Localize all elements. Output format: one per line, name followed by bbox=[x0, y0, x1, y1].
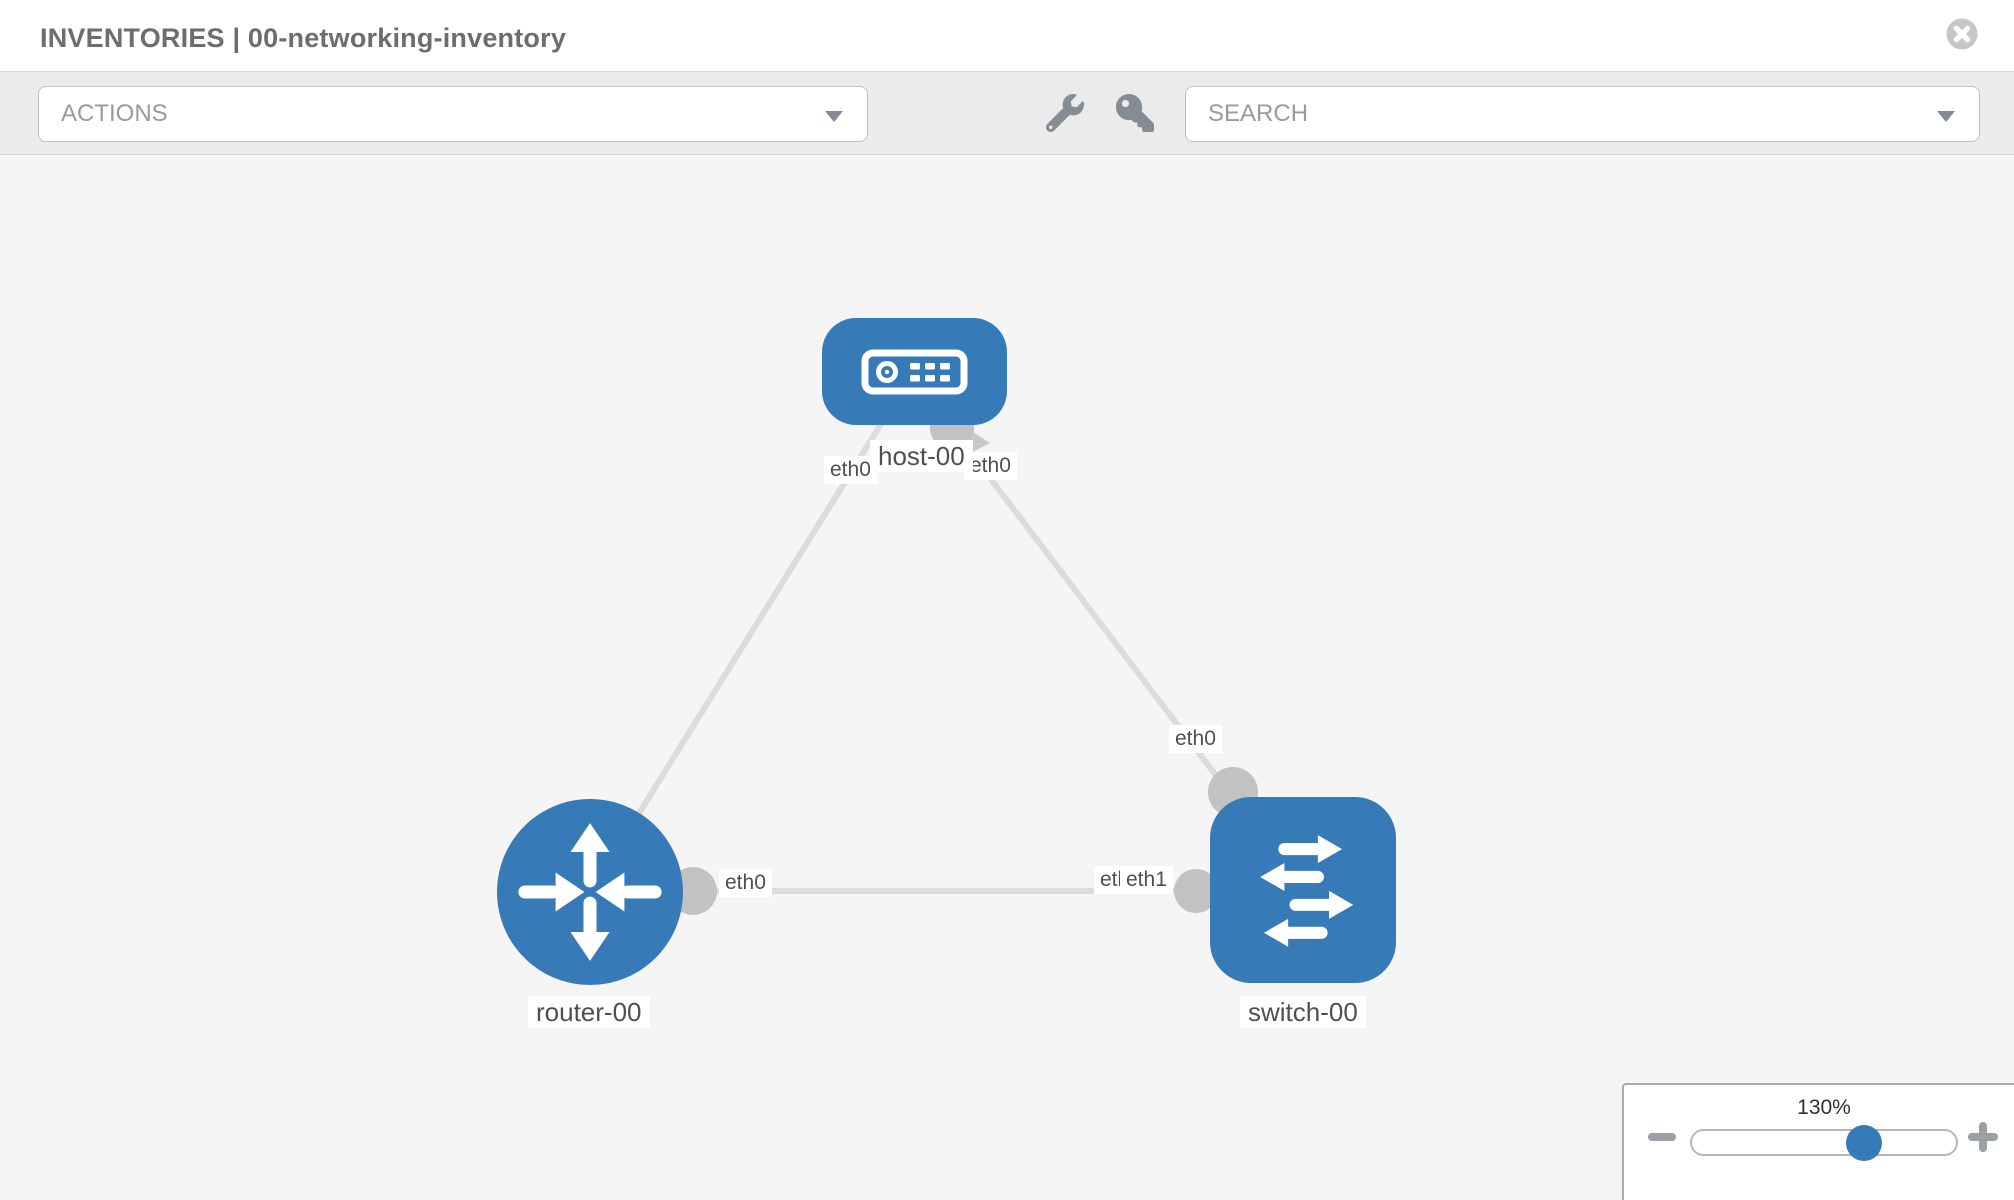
node-label-switch: switch-00 bbox=[1240, 996, 1366, 1028]
key-icon[interactable] bbox=[1116, 94, 1154, 132]
interface-label: eth0 bbox=[824, 456, 877, 484]
wrench-icon[interactable] bbox=[1046, 94, 1084, 132]
header-bar: INVENTORIES | 00-networking-inventory bbox=[0, 0, 2014, 72]
toolbar: ACTIONS SEARCH bbox=[0, 72, 2014, 155]
router-icon bbox=[518, 823, 662, 961]
actions-dropdown-label: ACTIONS bbox=[61, 100, 168, 127]
node-router[interactable] bbox=[497, 799, 683, 985]
switch-icon bbox=[1260, 835, 1354, 947]
minus-icon[interactable] bbox=[1648, 1133, 1676, 1141]
interface-label: eth0 bbox=[964, 452, 1017, 480]
zoom-panel: 130% bbox=[1622, 1083, 2014, 1200]
host-icon bbox=[861, 349, 968, 395]
zoom-slider-thumb[interactable] bbox=[1846, 1125, 1882, 1161]
interface-label: eth0 bbox=[719, 869, 772, 897]
page-title: INVENTORIES | 00-networking-inventory bbox=[40, 23, 567, 53]
zoom-slider-track[interactable] bbox=[1690, 1129, 1958, 1156]
node-host[interactable] bbox=[822, 318, 1007, 425]
interface-label: eth0 bbox=[1169, 725, 1222, 753]
zoom-level: 130% bbox=[1797, 1096, 1851, 1119]
node-switch[interactable] bbox=[1208, 797, 1398, 983]
close-button[interactable] bbox=[1946, 18, 1978, 50]
interface-connector-switch-left bbox=[1174, 869, 1218, 913]
interface-label: eth1 bbox=[1120, 866, 1173, 894]
plus-icon[interactable] bbox=[1968, 1122, 1998, 1152]
node-label-host: host-00 bbox=[870, 440, 973, 472]
chevron-down-icon bbox=[1937, 111, 1955, 122]
search-placeholder: SEARCH bbox=[1208, 100, 1309, 127]
links-layer bbox=[587, 369, 1306, 915]
chevron-down-icon bbox=[825, 111, 843, 122]
node-label-router: router-00 bbox=[528, 996, 650, 1028]
topology-canvas[interactable]: eth0 eth0 eth0 eth0 eth0 eth1 eth0 host-… bbox=[0, 155, 2014, 1200]
actions-dropdown[interactable]: ACTIONS bbox=[38, 86, 868, 142]
search-dropdown[interactable]: SEARCH bbox=[1185, 86, 1980, 142]
